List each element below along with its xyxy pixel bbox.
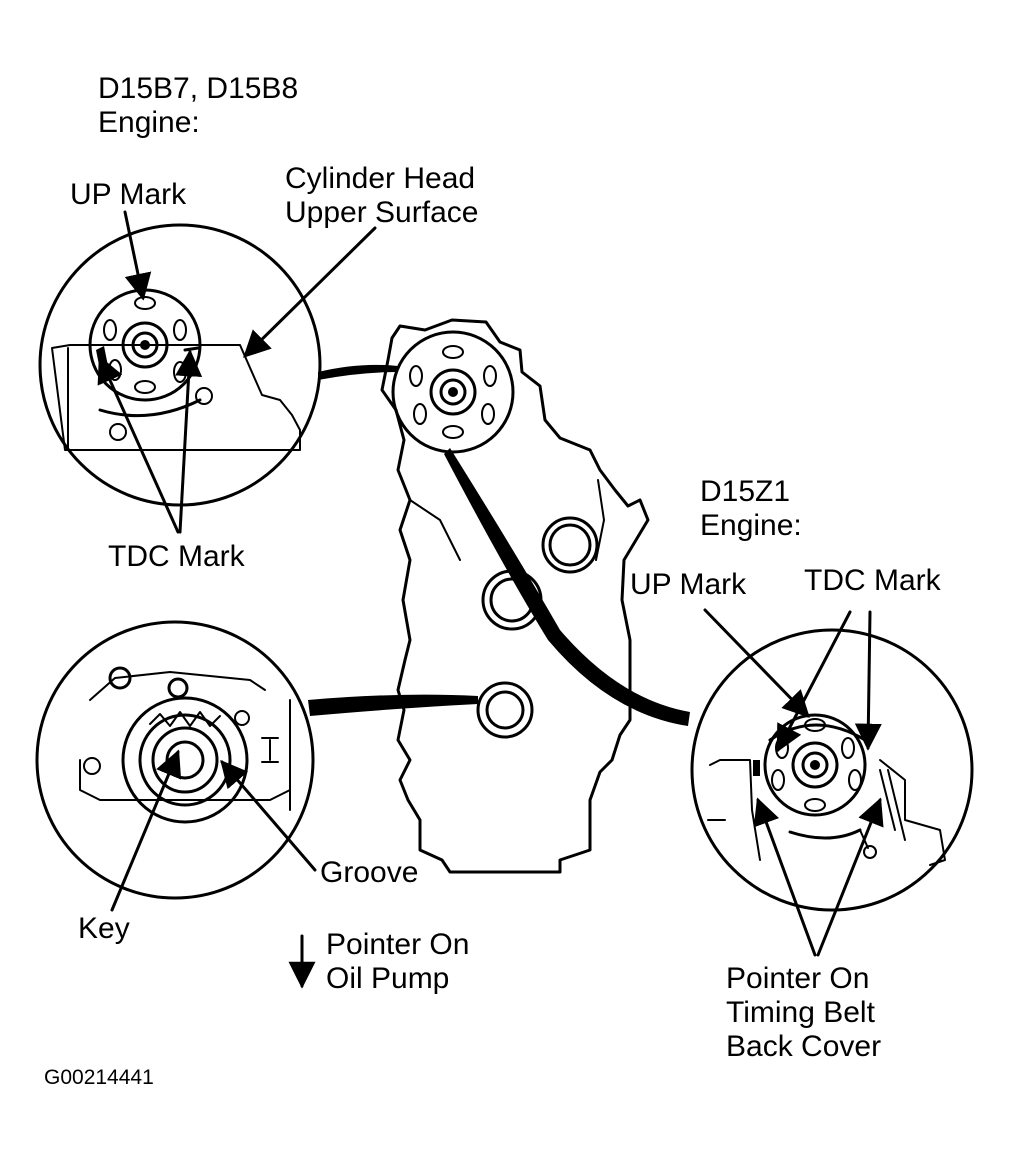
groove-label: Groove bbox=[320, 856, 419, 889]
leader-tdc-right-b bbox=[854, 610, 882, 751]
up-mark-label-right: UP Mark bbox=[630, 568, 747, 601]
tdc-mark-label-right: TDC Mark bbox=[804, 564, 941, 597]
leader-cylinder-head bbox=[243, 226, 377, 358]
pointer-oil-pump-label-line1: Pointer On bbox=[326, 928, 470, 961]
camshaft-pulley bbox=[391, 330, 515, 454]
cylinder-head-label-line1: Cylinder Head bbox=[285, 162, 476, 195]
engine-block bbox=[380, 318, 650, 874]
d15z1-engine-title-line2: Engine: bbox=[700, 509, 802, 542]
figure-code: G00214441 bbox=[44, 1066, 154, 1089]
key-label: Key bbox=[78, 912, 130, 945]
leader-tdc-left-b bbox=[175, 349, 203, 534]
idler-pulley bbox=[541, 516, 599, 574]
pointer-oil-pump-label-line2: Oil Pump bbox=[326, 962, 450, 995]
cylinder-head-label-line2: Upper Surface bbox=[285, 196, 479, 229]
leader-tdc-left-a bbox=[97, 355, 180, 534]
leader-up-mark-left bbox=[123, 210, 152, 301]
leader-tdc-right-a bbox=[776, 610, 852, 753]
d15b-engine-title-line2: Engine: bbox=[98, 106, 200, 139]
leader-pointer-belt-b bbox=[816, 797, 884, 957]
pointer-belt-label-line2: Timing Belt bbox=[726, 996, 875, 1029]
leader-pointer-belt-a bbox=[753, 797, 817, 957]
pointer-belt-label-line1: Pointer On bbox=[726, 962, 870, 995]
leader-band-lower-left bbox=[308, 694, 478, 716]
crankshaft-pulley bbox=[476, 681, 534, 739]
d15b-engine-title-line1: D15B7, D15B8 bbox=[98, 72, 299, 105]
tdc-mark-label-left: TDC Mark bbox=[108, 540, 245, 573]
d15z1-engine-title-line1: D15Z1 bbox=[700, 475, 791, 508]
leader-groove bbox=[220, 759, 317, 872]
leader-key bbox=[110, 749, 182, 912]
detail-circle-d15b bbox=[38, 223, 322, 507]
leader-up-mark-right bbox=[703, 608, 810, 718]
pointer-belt-label-line3: Back Cover bbox=[726, 1030, 882, 1063]
detail-circle-d15z1 bbox=[690, 628, 974, 912]
up-mark-label-left: UP Mark bbox=[70, 178, 187, 211]
leader-band-upper-left bbox=[318, 364, 398, 380]
